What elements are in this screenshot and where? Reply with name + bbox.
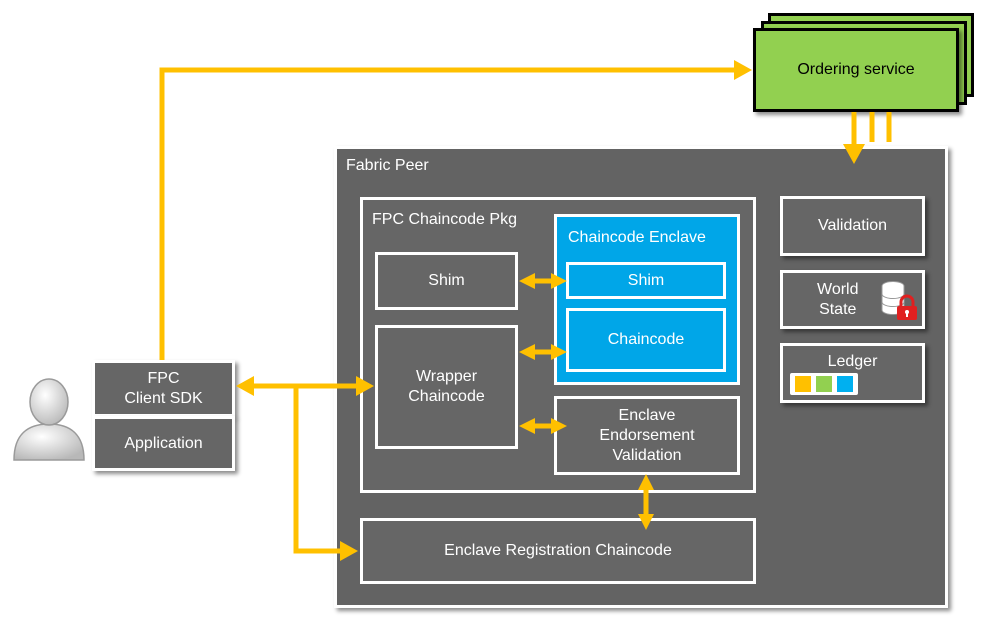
ledger-label: Ledger <box>827 353 878 370</box>
shim-box[interactable]: Shim <box>375 252 518 310</box>
lock-icon <box>897 294 917 320</box>
shim-label: Shim <box>428 272 465 289</box>
enclave-registration-chaincode-box[interactable]: Enclave Registration Chaincode <box>360 518 756 584</box>
fpc-client-sdk-label: FPC Client SDK <box>124 369 203 407</box>
enclave-chaincode-box[interactable]: Chaincode <box>566 308 726 372</box>
ledger-block-3 <box>837 376 854 392</box>
user-icon <box>13 378 85 461</box>
wrapper-chaincode-label: Wrapper Chaincode <box>408 368 485 405</box>
enclave-endorsement-validation-box[interactable]: Enclave Endorsement Validation <box>554 396 740 475</box>
application-label: Application <box>124 434 203 452</box>
validation-box[interactable]: Validation <box>780 196 925 256</box>
ledger-block-2 <box>815 376 832 392</box>
enclave-shim-box[interactable]: Shim <box>566 262 726 299</box>
ordering-service-label: Ordering service <box>797 61 915 78</box>
sdk-to-ordering-arrow <box>159 67 738 360</box>
sdk-to-erc-arrow <box>293 386 344 554</box>
enclave-shim-label: Shim <box>627 271 665 289</box>
chaincode-enclave-title: Chaincode Enclave <box>568 229 706 246</box>
enclave-chaincode-label: Chaincode <box>607 331 685 348</box>
validation-label: Validation <box>817 217 888 234</box>
world-state-label: World State <box>817 280 859 318</box>
fpc-chaincode-pkg-title: FPC Chaincode Pkg <box>372 211 517 228</box>
fpc-client-sdk-box[interactable]: FPC Client SDK <box>92 360 235 417</box>
wrapper-chaincode-box[interactable]: Wrapper Chaincode <box>375 325 518 449</box>
enclave-endorsement-validation-label: Enclave Endorsement Validation <box>599 406 695 464</box>
ledger-blocks <box>790 373 858 395</box>
ordering-service[interactable]: Ordering service <box>753 28 959 112</box>
enclave-registration-chaincode-label: Enclave Registration Chaincode <box>444 542 672 559</box>
fabric-peer-title: Fabric Peer <box>346 157 429 174</box>
ledger-block-1 <box>794 376 811 392</box>
application-box[interactable]: Application <box>92 416 235 471</box>
